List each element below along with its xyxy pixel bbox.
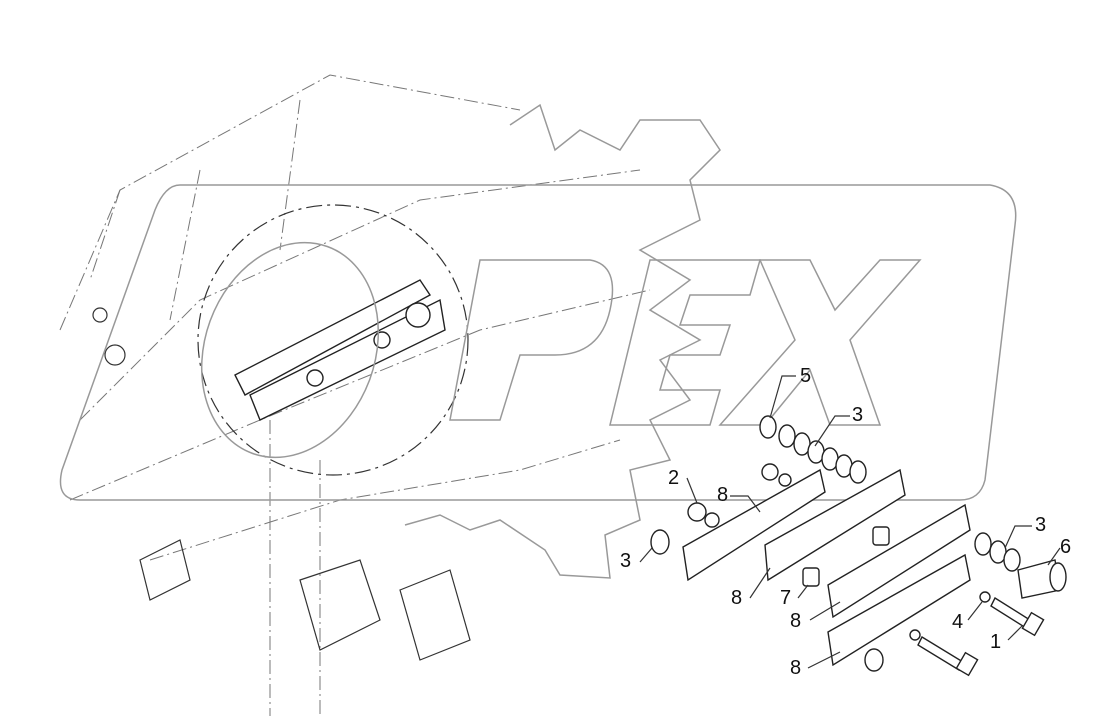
callout-1: 1 <box>990 631 1002 653</box>
callout-8: 8 <box>717 484 729 506</box>
leader-lines <box>639 375 1061 669</box>
callout-4: 4 <box>952 611 964 633</box>
exploded-parts <box>650 415 1067 677</box>
callout-2: 2 <box>668 467 680 489</box>
callout-8: 8 <box>731 587 743 609</box>
callout-3: 3 <box>1035 514 1047 536</box>
callout-8: 8 <box>790 610 802 632</box>
callout-3: 3 <box>620 550 632 572</box>
callout-3: 3 <box>852 404 864 426</box>
callout-8: 8 <box>790 657 802 679</box>
detail-circle <box>197 204 469 476</box>
machine-frame-background <box>59 74 651 716</box>
callout-7: 7 <box>780 587 792 609</box>
callout-5: 5 <box>800 365 812 387</box>
opex-watermark-logo <box>59 184 1017 501</box>
callout-6: 6 <box>1060 536 1072 558</box>
sprocket-outline <box>404 103 721 579</box>
detail-plates <box>234 279 446 421</box>
